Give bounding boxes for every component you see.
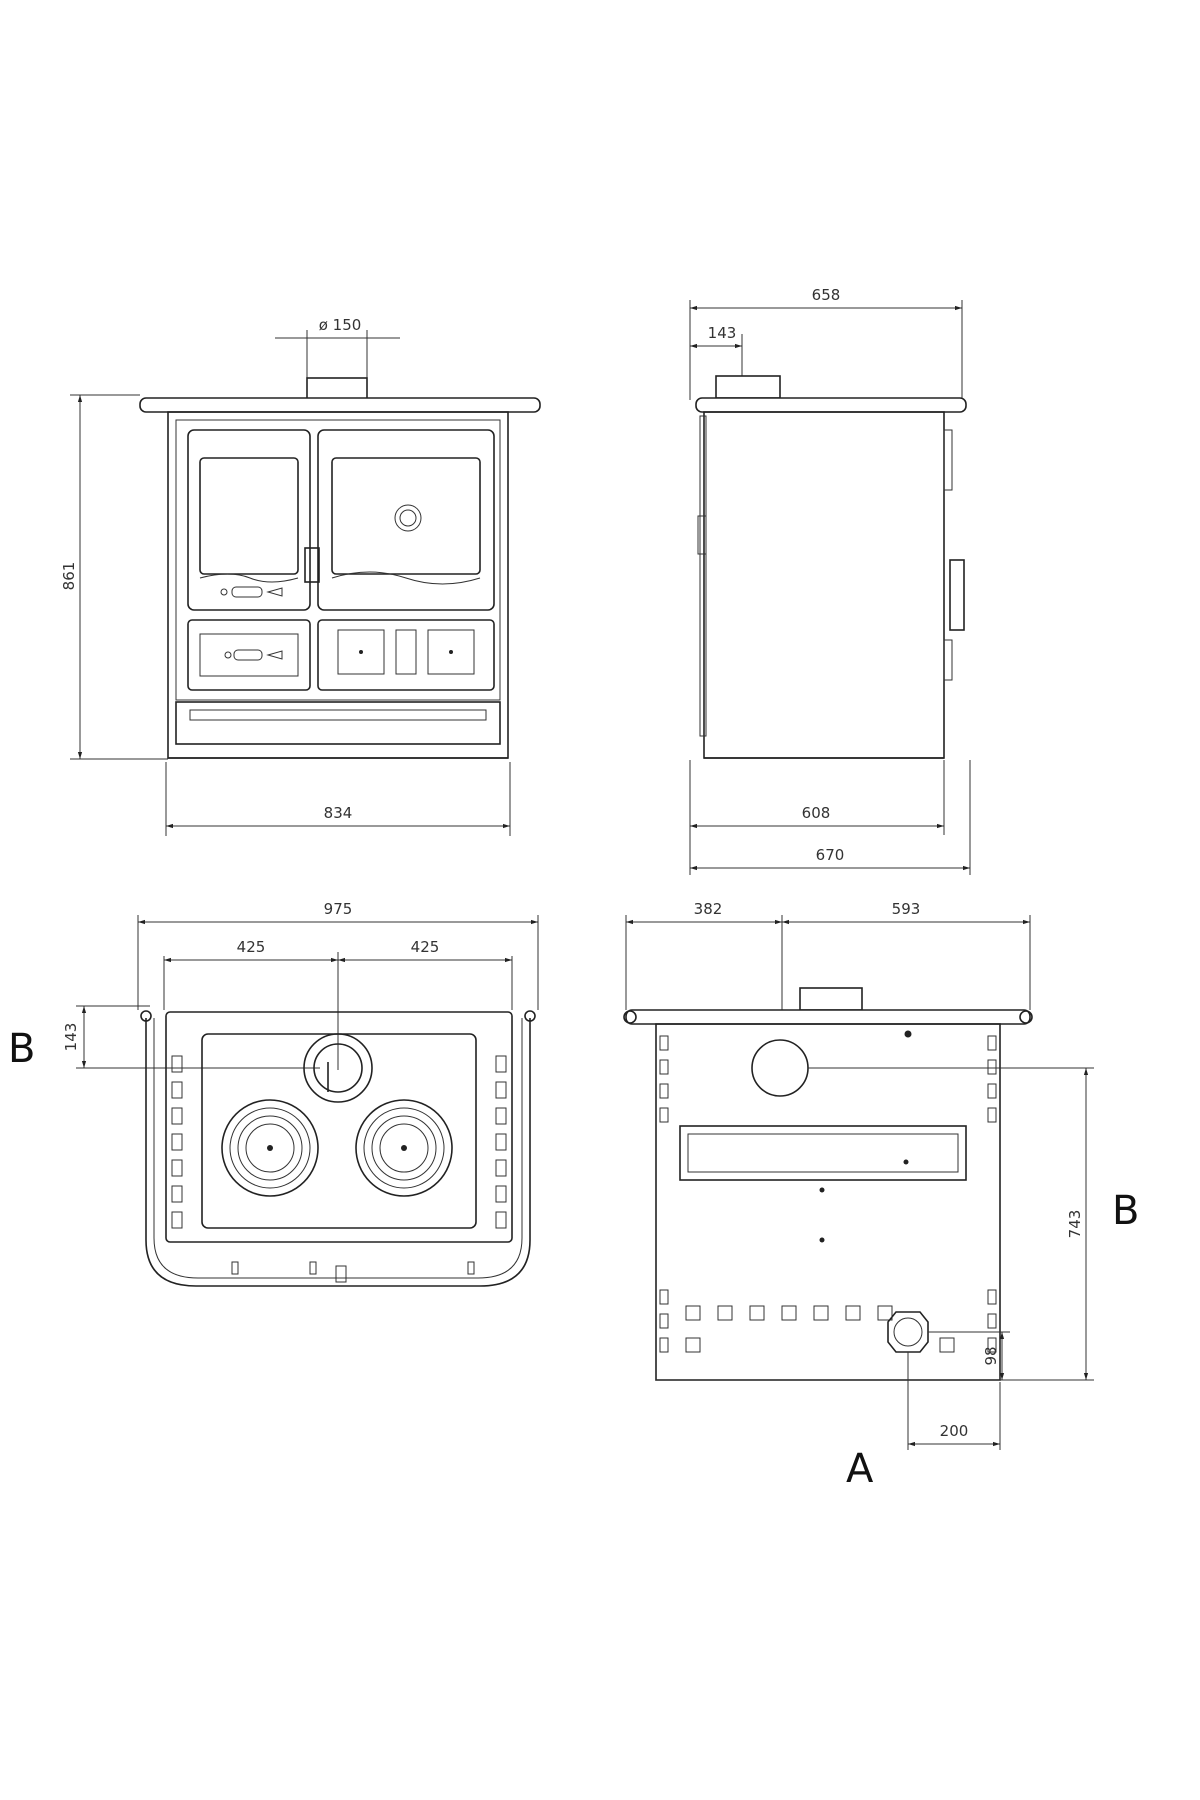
rear-flue-opening — [751, 1039, 809, 1097]
dimension-width: 834 — [165, 762, 511, 836]
dimension-flue-diameter: ø 150 — [275, 316, 400, 380]
dimension-outlet-offset: 200 — [907, 1352, 1001, 1450]
top-width-label: 975 — [324, 900, 353, 918]
side-handle — [943, 429, 965, 681]
rear-side-slots — [659, 1035, 997, 1353]
rear-bottom-vents — [685, 1305, 955, 1353]
dimension-top-flue-offset: 143 — [62, 1005, 320, 1069]
flue-pipe — [306, 377, 368, 401]
rear-flue-stub — [799, 987, 863, 1011]
section-label-b-right: B — [1112, 1188, 1139, 1234]
lower-compartment — [317, 619, 495, 691]
side-view: 658 143 608 670 — [689, 286, 971, 875]
smoke-outlet — [887, 1311, 929, 1353]
rear-oven-panel — [679, 1125, 967, 1181]
hob-ring-right — [355, 1099, 453, 1197]
dimension-b-height: 743 — [1000, 1068, 1094, 1381]
outlet-label-a: A — [846, 1446, 874, 1492]
hob-ring-left — [221, 1099, 319, 1197]
height-label: 861 — [60, 562, 78, 591]
half-right-label: 425 — [411, 938, 440, 956]
top-view: 975 425 425 143 B — [8, 900, 539, 1287]
right-vent-slots — [495, 1055, 507, 1229]
flue-offset-side-label: 143 — [708, 324, 737, 342]
stove-body — [167, 411, 509, 759]
dimension-rear-offsets: 382 593 — [625, 900, 1031, 1020]
cooktop-surface — [165, 1011, 513, 1243]
section-label-b-left: B — [8, 1026, 35, 1072]
outlet-offset-label: 200 — [940, 1422, 969, 1440]
front-view: ø 150 — [60, 316, 541, 836]
rear-body — [655, 1023, 1001, 1381]
left-vent-slots — [171, 1055, 183, 1229]
plinth — [175, 701, 501, 745]
rear-top-plate — [625, 1009, 1031, 1025]
dimension-top-halves: 425 425 — [163, 938, 513, 1070]
rear-left-offset-label: 382 — [694, 900, 723, 918]
dimension-depth-total: 658 — [689, 286, 963, 400]
flue-collar — [303, 1033, 373, 1103]
cooktop-plate — [139, 397, 541, 413]
outlet-height-label: 98 — [982, 1346, 1000, 1365]
b-height-label: 743 — [1066, 1210, 1084, 1239]
dimension-height: 861 — [60, 394, 168, 760]
side-top-plate — [695, 397, 967, 413]
body-depth-label: 608 — [802, 804, 831, 822]
side-flue-pipe — [715, 375, 781, 399]
dimension-top-width: 975 — [137, 900, 539, 1010]
half-left-label: 425 — [237, 938, 266, 956]
side-body — [703, 411, 945, 759]
dimension-base-depth: 670 — [690, 760, 971, 875]
base-depth-label: 670 — [816, 846, 845, 864]
top-flue-offset-label: 143 — [62, 1023, 80, 1052]
depth-total-label: 658 — [812, 286, 841, 304]
towel-rail — [145, 1018, 531, 1287]
firebox-door — [187, 429, 311, 611]
rear-right-offset-label: 593 — [892, 900, 921, 918]
flue-diameter-label: ø 150 — [319, 316, 362, 334]
thermometer-icon — [394, 504, 422, 532]
dimension-outlet-height: 98 — [928, 1331, 1010, 1380]
ash-drawer — [187, 619, 311, 691]
oven-door — [317, 429, 495, 611]
width-label: 834 — [324, 804, 353, 822]
rear-view: 382 593 — [623, 900, 1139, 1492]
dimension-body-depth: 608 — [689, 760, 945, 875]
dimension-flue-offset-side: 143 — [690, 324, 743, 380]
